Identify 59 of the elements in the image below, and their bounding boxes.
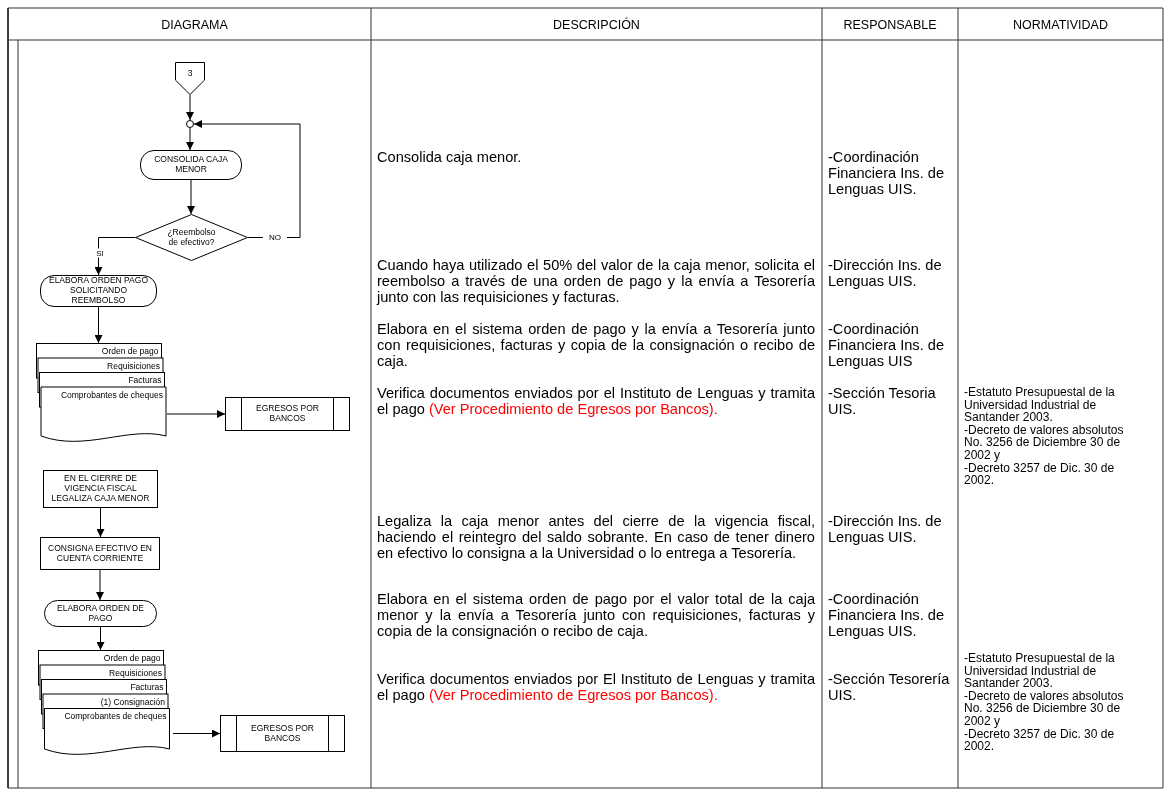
column-header: NORMATIVIDAD bbox=[1012, 17, 1109, 34]
procedure-link: (Ver Procedimiento de Egresos por Bancos). bbox=[428, 400, 718, 417]
arrow bbox=[187, 179, 195, 215]
responsible-text: -Sección Tesoria UIS. bbox=[828, 386, 937, 418]
process-box: CONSIGNA EFECTIVO EN CUENTA CORRIENTE bbox=[40, 537, 160, 570]
edge-label: NO bbox=[263, 232, 287, 242]
document-label: Orden de pago bbox=[101, 346, 159, 356]
junction-circle bbox=[186, 120, 194, 128]
arrow bbox=[94, 306, 103, 344]
document-label: Facturas bbox=[130, 682, 164, 692]
regulation-text: -Estatuto Presupuestal de la Universidad Industrial de Santander 2003. bbox=[964, 386, 1116, 424]
description-text: Verifica documentos enviados por El Instituto de Lenguas y tramita el pago (Ver Procedimiento de Egresos por Bancos). bbox=[377, 672, 815, 704]
description-text: Legaliza la caja menor antes del cierre de la vigencia fiscal, haciendo el reintegro del saldo sobrante. En caso de tener dinero en efectivo lo consigna a la Universidad o lo entrega a Tesorería. bbox=[377, 514, 815, 562]
document-label: Comprobantes de cheques bbox=[64, 711, 167, 721]
document-stack bbox=[38, 650, 173, 756]
regulation-text: -Decreto de valores absolutos No. 3256 de Diciembre 30 de 2002 y bbox=[964, 689, 1125, 728]
regulation-text: -Decreto de valores absolutos No. 3256 de Diciembre 30 de 2002 y bbox=[964, 423, 1125, 462]
document-label: Comprobantes de cheques bbox=[60, 389, 163, 400]
arrow bbox=[96, 626, 105, 651]
description-text: Elabora en el sistema orden de pago por el valor total de la caja menor y la envía a Tesorería junto con requisiciones, facturas y copia de la consignación o recibo de caja. bbox=[377, 592, 815, 640]
process-box: EN EL CIERRE DE VIGENCIA FISCAL LEGALIZA CAJA MENOR bbox=[43, 470, 158, 508]
document-stack bbox=[36, 343, 167, 443]
description-text: Cuando haya utilizado el 50% del valor de la caja menor, solicita el reembolso a través de una orden de pago y la envía a Tesorería junto con las requisiciones y facturas. bbox=[377, 258, 815, 306]
arrow bbox=[193, 120, 301, 238]
responsible-text: -Coordinación Financiera Ins. de Lenguas UIS bbox=[828, 322, 945, 370]
arrow bbox=[166, 410, 226, 418]
document-label: Requisiciones bbox=[109, 667, 162, 678]
arrow bbox=[186, 127, 194, 151]
arrow bbox=[94, 237, 136, 276]
process-terminal: ELABORA ORDEN PAGO SOLICITANDO REEMBOLSO bbox=[40, 275, 157, 307]
off-page-connector: 3 bbox=[175, 62, 205, 95]
document-label: (1) Consignación bbox=[100, 696, 165, 707]
regulation-text: -Decreto 3257 de Dic. 30 de 2002. bbox=[964, 727, 1116, 753]
procedure-link: (Ver Procedimiento de Egresos por Bancos). bbox=[428, 686, 718, 703]
description-text: Verifica documentos enviados por el Instituto de Lenguas y tramita el pago (Ver Procedimiento de Egresos por Bancos). bbox=[377, 386, 815, 418]
decision-diamond: ¿Reembolso de efectivo? bbox=[135, 214, 248, 261]
arrow bbox=[172, 729, 221, 738]
document-label: Facturas bbox=[128, 375, 162, 385]
description-text: Elabora en el sistema orden de pago y la envía a Tesorería junto con requisiciones, facturas y copia de la consignación o recibo de caja. bbox=[377, 322, 815, 370]
subprocess-box: EGRESOS POR BANCOS bbox=[225, 397, 350, 431]
responsible-text: -Coordinación Financiera Ins. de Lenguas UIS. bbox=[828, 150, 945, 198]
regulation-text: -Estatuto Presupuestal de la Universidad Industrial de Santander 2003. bbox=[964, 652, 1116, 690]
column-header: DESCRIPCIÓN bbox=[552, 16, 641, 34]
responsible-text: -Dirección Ins. de Lenguas UIS. bbox=[828, 258, 943, 290]
arrow bbox=[96, 569, 104, 601]
description-text: Consolida caja menor. bbox=[377, 150, 523, 166]
process-terminal: CONSOLIDA CAJA MENOR bbox=[140, 150, 242, 180]
document-label: Orden de pago bbox=[103, 653, 161, 663]
responsible-text: -Coordinación Financiera Ins. de Lenguas UIS. bbox=[828, 592, 945, 640]
responsible-text: -Sección Tesorería UIS. bbox=[828, 672, 951, 704]
document-label: Requisiciones bbox=[107, 360, 160, 371]
responsible-text: -Dirección Ins. de Lenguas UIS. bbox=[828, 514, 943, 546]
process-terminal: ELABORA ORDEN DE PAGO bbox=[44, 600, 157, 627]
regulation-text: -Decreto 3257 de Dic. 30 de 2002. bbox=[964, 461, 1116, 487]
column-header: RESPONSABLE bbox=[842, 17, 938, 34]
arrow bbox=[96, 507, 105, 538]
arrow bbox=[186, 94, 194, 121]
column-header: DIAGRAMA bbox=[160, 17, 229, 34]
subprocess-box: EGRESOS POR BANCOS bbox=[220, 715, 345, 752]
